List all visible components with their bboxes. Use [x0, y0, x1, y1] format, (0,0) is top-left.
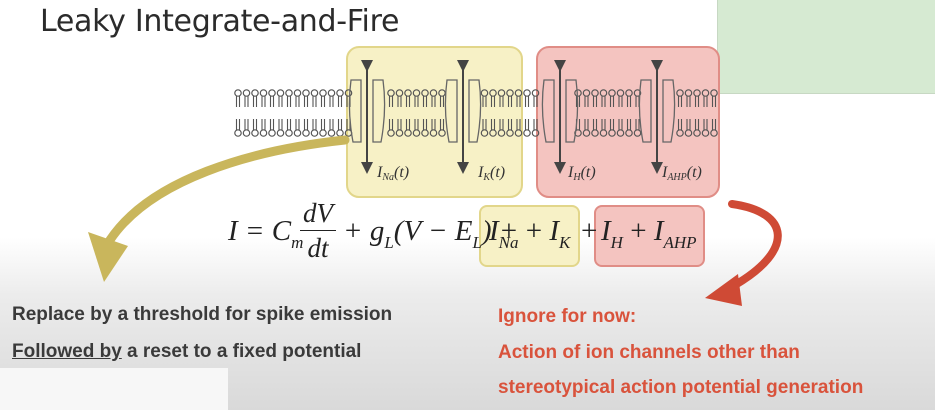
left-curved-arrow — [105, 135, 350, 245]
lipid-top — [293, 89, 302, 108]
ion-channels — [348, 60, 676, 174]
right-text-line2: Action of ion channels other than — [498, 342, 800, 363]
equation-fraction: dV dt — [300, 198, 336, 264]
lipid-top — [251, 89, 259, 108]
lipid-top — [242, 89, 251, 108]
lipid-bottom — [276, 118, 285, 137]
ion-channel — [541, 60, 579, 174]
lipid-bottom — [310, 118, 319, 137]
current-suffix: (t) — [394, 164, 410, 181]
ion-channel — [348, 60, 386, 174]
current-label-h: IH(t) — [568, 164, 596, 183]
fraction-denominator: dt — [307, 233, 329, 263]
ion-channel — [444, 60, 482, 174]
lipid-bottom — [319, 118, 327, 137]
lipid-top — [310, 89, 319, 108]
right-curved-arrow — [728, 200, 782, 289]
lipid-bottom — [242, 118, 251, 137]
lipid-top — [319, 89, 327, 108]
lipid-bottom — [336, 118, 344, 137]
equation-plus: + — [581, 215, 598, 247]
lipid-bottom — [327, 118, 336, 137]
ahp-sym: I — [653, 215, 664, 247]
lipid-top — [523, 89, 531, 108]
lipid-top — [336, 89, 344, 108]
lipid-bottom — [268, 118, 276, 137]
current-label-na: INa(t) — [377, 164, 410, 183]
left-text-underlined: Followed by — [12, 341, 122, 362]
equation-h-ahp-term: IH + IAHP — [601, 215, 697, 252]
current-symbol: I — [377, 164, 383, 181]
lipid-bottom — [293, 118, 302, 137]
lipid-top — [327, 89, 336, 108]
ahp-sub: AHP — [663, 233, 697, 252]
current-sub: K — [483, 172, 490, 183]
current-label-k: IK(t) — [478, 164, 506, 183]
equation-na-k-term: INa + IK — [489, 215, 570, 252]
fraction-numerator: dV — [300, 198, 336, 231]
na-sub: Na — [498, 233, 519, 252]
lipid-top — [302, 89, 310, 108]
current-symbol: I — [662, 164, 668, 181]
leak-sub2: L — [472, 233, 482, 252]
green-overlay-box — [717, 0, 935, 94]
lipid-bottom — [251, 118, 259, 137]
right-text-line1: Ignore for now: — [498, 306, 637, 327]
lipid-top — [276, 89, 285, 108]
right-text-line3: stereotypical action potential generatio… — [498, 377, 864, 398]
current-symbol: I — [568, 164, 574, 181]
equation-lhs-sub: m — [291, 233, 304, 252]
lipid-bottom — [234, 118, 242, 137]
lipid-top — [259, 89, 268, 108]
lipid-top — [268, 89, 276, 108]
plus-op: + — [525, 215, 543, 247]
lipid-bottom — [302, 118, 310, 137]
current-sub: AHP — [667, 172, 687, 183]
lipid-top — [285, 89, 293, 108]
k-sym: I — [549, 215, 560, 247]
lipid-bottom — [259, 118, 268, 137]
lipid-bottom — [285, 118, 293, 137]
k-sub: K — [559, 233, 571, 252]
leak-b: (V − E — [393, 215, 473, 247]
right-arrowhead — [705, 274, 742, 306]
left-arrowhead — [88, 232, 128, 282]
plus-op: + — [630, 215, 647, 247]
leak-sub: L — [384, 233, 394, 252]
current-sub: Na — [382, 172, 394, 183]
equation-box-h-ahp — [594, 205, 705, 267]
white-overlay-box — [0, 368, 228, 410]
equation-leak-term: + gL(V − EL) + — [343, 215, 519, 252]
current-symbol: I — [478, 164, 484, 181]
left-text-line2: Followed by a reset to a fixed potential — [12, 341, 361, 363]
leak-c: ) + — [481, 215, 519, 247]
left-text-rest: a reset to a fixed potential — [121, 341, 362, 362]
equation-lhs-text: I = C — [228, 215, 292, 247]
leak-a: + g — [343, 215, 385, 247]
equation-box-na-k — [479, 205, 580, 267]
current-suffix: (t) — [580, 164, 596, 181]
lipid-bottom — [523, 118, 531, 137]
current-suffix: (t) — [490, 164, 506, 181]
na-sym: I — [489, 215, 499, 247]
h-sym: I — [601, 215, 611, 247]
slide-title: Leaky Integrate-and-Fire — [40, 4, 400, 39]
current-sub: H — [573, 172, 581, 183]
current-label-ahp: IAHP(t) — [662, 164, 702, 183]
h-sub: H — [610, 233, 623, 252]
ion-channel — [638, 60, 676, 174]
left-text-line1: Replace by a threshold for spike emissio… — [12, 304, 393, 325]
current-suffix: (t) — [686, 164, 702, 181]
equation-lhs: I = Cm — [228, 215, 303, 252]
lipid-top — [234, 89, 242, 108]
